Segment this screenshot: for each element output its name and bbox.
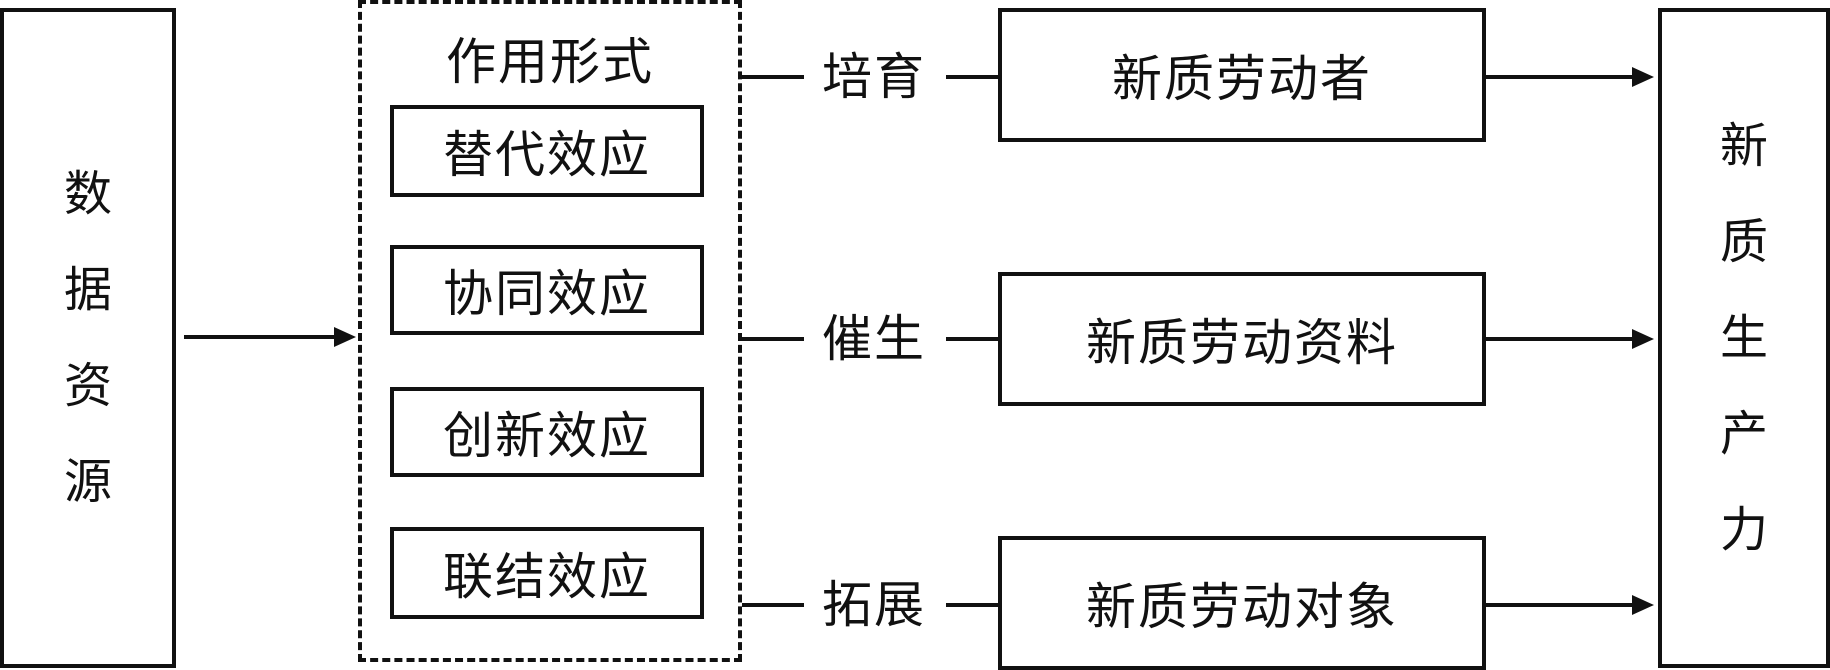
connector-line-2b [946, 337, 1000, 341]
new-productivity-box: 新 质 生 产 力 [1658, 8, 1830, 668]
new-productivity-label: 新 质 生 产 力 [1662, 12, 1826, 664]
connector-line-1a [742, 75, 804, 79]
productivity-char-1: 新 [1719, 118, 1768, 174]
connector-line-2a [742, 337, 804, 341]
verb-generate: 催生 [822, 310, 926, 368]
connector-line-1b [946, 75, 1000, 79]
connector-line-3b [946, 603, 1000, 607]
data-resource-box: 数 据 资 源 [0, 8, 176, 668]
data-resource-char-1: 数 [63, 166, 112, 222]
arrow-1-to-outcome [1486, 67, 1654, 87]
effect-innovation-box: 创新效应 [390, 387, 704, 477]
productivity-char-5: 力 [1719, 502, 1768, 558]
data-resource-char-2: 据 [63, 262, 112, 318]
mechanism-heading: 作用形式 [446, 33, 654, 91]
mechanism-dashed-box [358, 0, 742, 662]
data-resource-char-3: 资 [63, 358, 112, 414]
target-new-laborers-box: 新质劳动者 [998, 8, 1486, 142]
arrow-3-to-outcome [1486, 595, 1654, 615]
productivity-char-3: 生 [1719, 310, 1768, 366]
arrow-source-to-mechanism [184, 327, 356, 347]
target-new-labor-objects-box: 新质劳动对象 [998, 536, 1486, 670]
data-resource-char-4: 源 [63, 454, 112, 510]
effect-substitution-box: 替代效应 [390, 105, 704, 197]
verb-cultivate: 培育 [822, 48, 926, 106]
verb-expand: 拓展 [822, 576, 926, 634]
arrow-2-to-outcome [1486, 329, 1654, 349]
target-new-labor-means-box: 新质劳动资料 [998, 272, 1486, 406]
effect-linkage-box: 联结效应 [390, 527, 704, 619]
productivity-char-4: 产 [1719, 406, 1768, 462]
effect-synergy-box: 协同效应 [390, 245, 704, 335]
productivity-char-2: 质 [1719, 214, 1768, 270]
data-resource-label: 数 据 资 源 [4, 12, 172, 664]
connector-line-3a [742, 603, 804, 607]
